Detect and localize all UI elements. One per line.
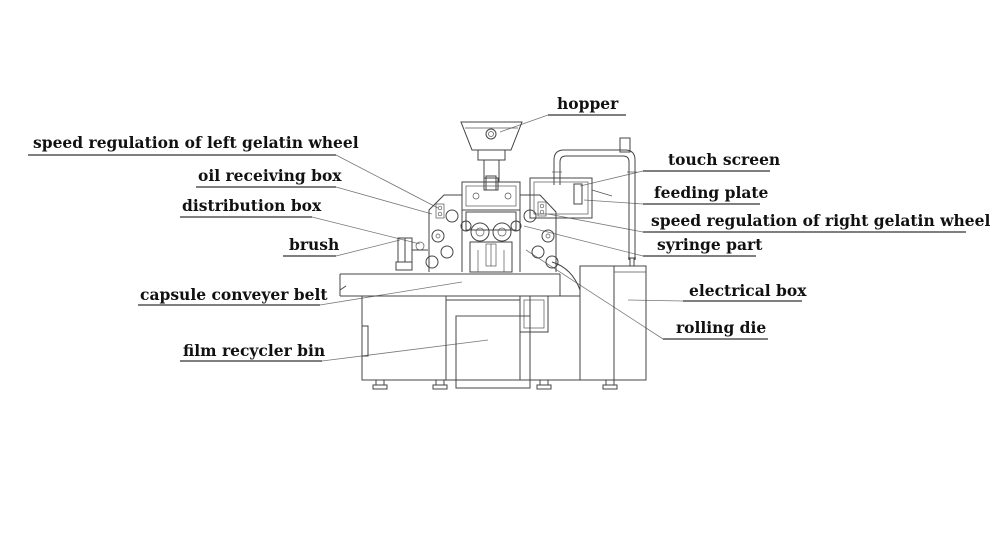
label-brush: brush	[289, 235, 340, 254]
label-feeding-plate: feeding plate	[654, 183, 769, 202]
label-distribution-box: distribution box	[182, 196, 322, 215]
machine-frame	[339, 121, 647, 390]
label-oil-receiving-box: oil receiving box	[198, 166, 342, 185]
label-rolling-die: rolling die	[676, 318, 767, 337]
label-hopper: hopper	[557, 94, 619, 113]
label-syringe-part: syringe part	[657, 235, 763, 254]
label-electrical-box: electrical box	[689, 281, 807, 300]
label-speed-regulation-right: speed regulation of right gelatin wheel	[651, 211, 991, 230]
label-capsule-conveyer-belt: capsule conveyer belt	[140, 285, 328, 304]
label-underlines	[28, 114, 966, 362]
label-touch-screen: touch screen	[668, 150, 781, 169]
label-film-recycler-bin: film recycler bin	[183, 341, 326, 360]
leader-lines	[311, 114, 684, 362]
label-speed-regulation-left: speed regulation of left gelatin wheel	[33, 133, 359, 152]
